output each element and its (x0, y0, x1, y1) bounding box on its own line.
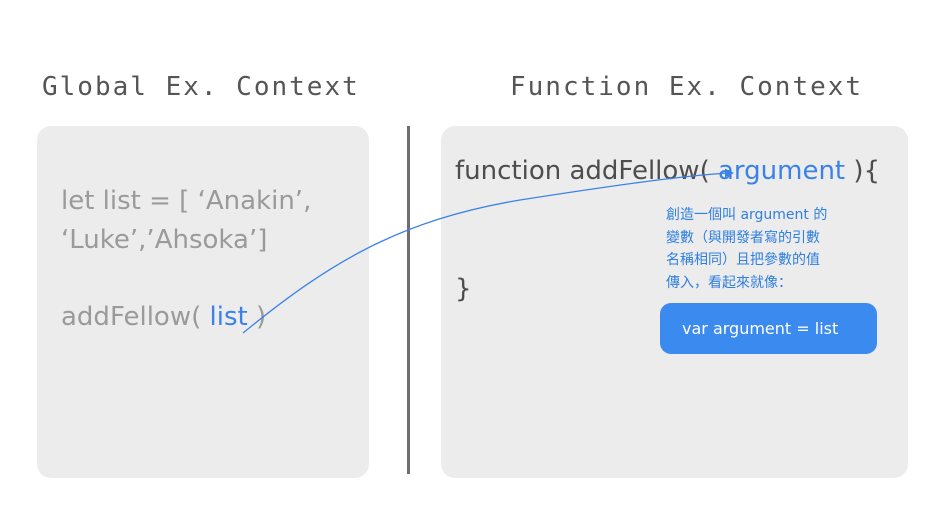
function-context-heading: Function Ex. Context (510, 72, 864, 102)
list-declaration-line-2: ‘Luke’,’Ahsoka’] (61, 225, 268, 255)
function-signature-name: function addFellow( (455, 156, 718, 186)
callout-text: var argument = list (682, 319, 839, 338)
note-line: 變數（與開發者寫的引數 (666, 229, 820, 246)
context-divider (407, 126, 410, 474)
note-line: 創造一個叫 argument 的 (666, 207, 828, 223)
function-call-name: addFellow( (61, 302, 210, 332)
var-assignment-callout: var argument = list (660, 303, 877, 354)
function-signature: function addFellow( argument ){ (455, 156, 880, 186)
call-argument-list: list (209, 302, 248, 332)
explanation-note: 創造一個叫 argument 的 變數（與開發者寫的引數 名稱相同）且把參數的值… (666, 204, 866, 294)
function-call: addFellow( list ) (61, 302, 266, 332)
global-context-heading: Global Ex. Context (42, 72, 360, 102)
note-line: 名稱相同）且把參數的值 (666, 252, 820, 268)
function-closing-brace: } (455, 274, 472, 304)
function-call-close: ) (247, 302, 267, 332)
parameter-argument: argument (717, 156, 846, 186)
function-signature-open: ){ (845, 156, 881, 186)
list-declaration-line-1: let list = [ ‘Anakin’, (61, 186, 312, 216)
note-line: 傳入，看起來就像： (666, 274, 792, 291)
